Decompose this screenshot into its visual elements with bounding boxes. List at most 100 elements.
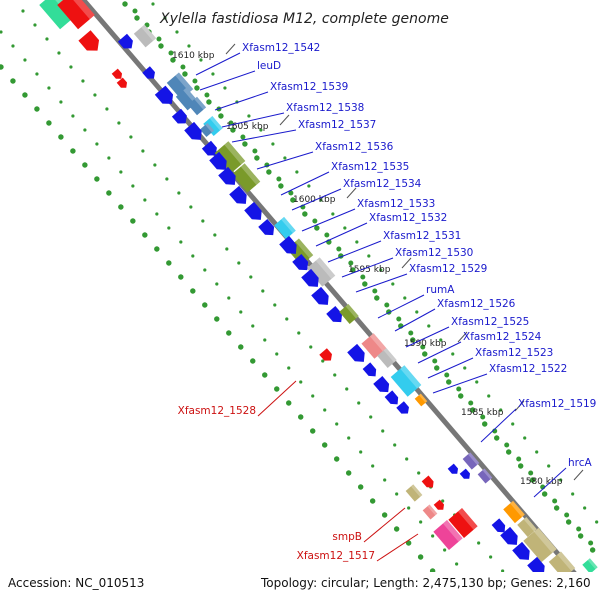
tick-dot — [251, 324, 255, 328]
tick-dot — [323, 408, 327, 412]
gene-block — [133, 24, 157, 48]
gene-arrow — [301, 268, 319, 287]
gene-arrow — [512, 541, 530, 560]
gene-arrow — [396, 401, 409, 414]
tick-dot — [274, 386, 280, 392]
tick-dot — [180, 64, 186, 70]
tick-dot — [182, 71, 188, 77]
tick-dot — [132, 8, 138, 14]
tick-dot — [446, 379, 452, 385]
tick-dot — [179, 240, 183, 244]
label-leader-line — [231, 129, 297, 143]
tick-dot — [307, 184, 311, 188]
gene-arrow — [117, 33, 133, 49]
gene-block — [414, 393, 428, 407]
tick-dot — [432, 358, 438, 364]
tick-dot — [10, 78, 16, 84]
gene-block — [433, 520, 463, 550]
tick-dot — [441, 499, 445, 503]
tick-dot — [206, 99, 212, 105]
tick-dot — [194, 85, 200, 91]
tick-dot — [158, 43, 164, 49]
gene-label: Xfasm12_1535 — [331, 161, 409, 173]
tick-dot — [355, 240, 359, 244]
tick-dot — [357, 401, 361, 405]
gene-arrow — [279, 235, 297, 254]
gene-block — [523, 527, 557, 563]
tick-dot — [499, 408, 503, 412]
tick-dot — [359, 450, 363, 454]
tick-dot — [481, 421, 488, 427]
tick-dot — [81, 79, 85, 83]
tick-dot — [480, 414, 486, 420]
tick-dot — [367, 254, 371, 258]
tick-dot — [34, 106, 40, 112]
tick-dot — [271, 142, 275, 146]
tick-dot — [369, 415, 373, 419]
gene-label: Xfasm12_1530 — [395, 247, 473, 259]
tick-dot — [348, 260, 354, 266]
gene-block — [203, 116, 223, 136]
gene-label: Xfasm12_1525 — [451, 316, 529, 328]
gene-block — [306, 257, 336, 287]
tick-dot — [535, 450, 539, 454]
tick-dot — [470, 407, 476, 413]
tick-dot — [170, 57, 176, 63]
tick-dot — [393, 443, 397, 447]
tick-dot — [552, 498, 558, 504]
gene-block — [361, 333, 387, 359]
tick-dot — [336, 246, 342, 252]
tick-dot — [254, 155, 260, 161]
tick-dot — [287, 366, 291, 370]
tick-dot — [226, 330, 232, 336]
tick-dot — [295, 170, 299, 174]
gene-label: Xfasm12_1526 — [437, 298, 516, 310]
scale-tick — [457, 331, 468, 343]
gene-block — [214, 141, 246, 173]
scale-label: 1610 kbp — [172, 51, 215, 61]
tick-dot — [201, 219, 205, 223]
tick-dot — [227, 296, 231, 300]
scale-tick — [346, 187, 357, 199]
scale-label: 1595 kbp — [348, 265, 391, 275]
gene-label: Xfasm12_1519 — [518, 398, 596, 410]
gene-arrow — [244, 201, 262, 220]
tick-dot — [247, 114, 251, 118]
gene-block — [582, 558, 598, 572]
tick-dot — [439, 338, 443, 342]
tick-dot — [202, 302, 208, 308]
tick-dot — [143, 198, 147, 202]
tick-dot — [285, 317, 289, 321]
tick-dot — [553, 505, 560, 511]
tick-dot — [362, 281, 368, 287]
tick-dot — [276, 176, 282, 182]
tick-dot — [106, 190, 112, 196]
tick-dot — [22, 92, 28, 98]
tick-dot — [204, 92, 210, 98]
label-leader-line — [405, 326, 450, 348]
gene-label: Xfasm12_1537 — [298, 119, 376, 131]
tick-dot — [218, 113, 224, 119]
gene-label: rumA — [426, 284, 455, 296]
tick-dot — [199, 58, 203, 62]
tick-dot — [541, 491, 548, 497]
tick-dot — [564, 512, 570, 518]
gene-block — [187, 96, 207, 116]
tick-dot — [230, 127, 236, 133]
tick-dot — [163, 16, 167, 20]
tick-dot — [273, 303, 277, 307]
tick-dot — [369, 498, 376, 504]
tick-dot — [119, 170, 123, 174]
gene-arrow — [209, 151, 227, 170]
tick-dot — [141, 149, 145, 153]
tick-dot — [443, 548, 447, 552]
gene-block — [199, 122, 215, 138]
label-leader-line — [376, 533, 419, 562]
tick-dot — [504, 442, 510, 448]
gene-arrow — [292, 254, 309, 271]
tick-dot — [576, 526, 582, 532]
tick-dot — [321, 359, 325, 363]
gene-block — [422, 504, 438, 520]
tick-dot — [511, 422, 515, 426]
